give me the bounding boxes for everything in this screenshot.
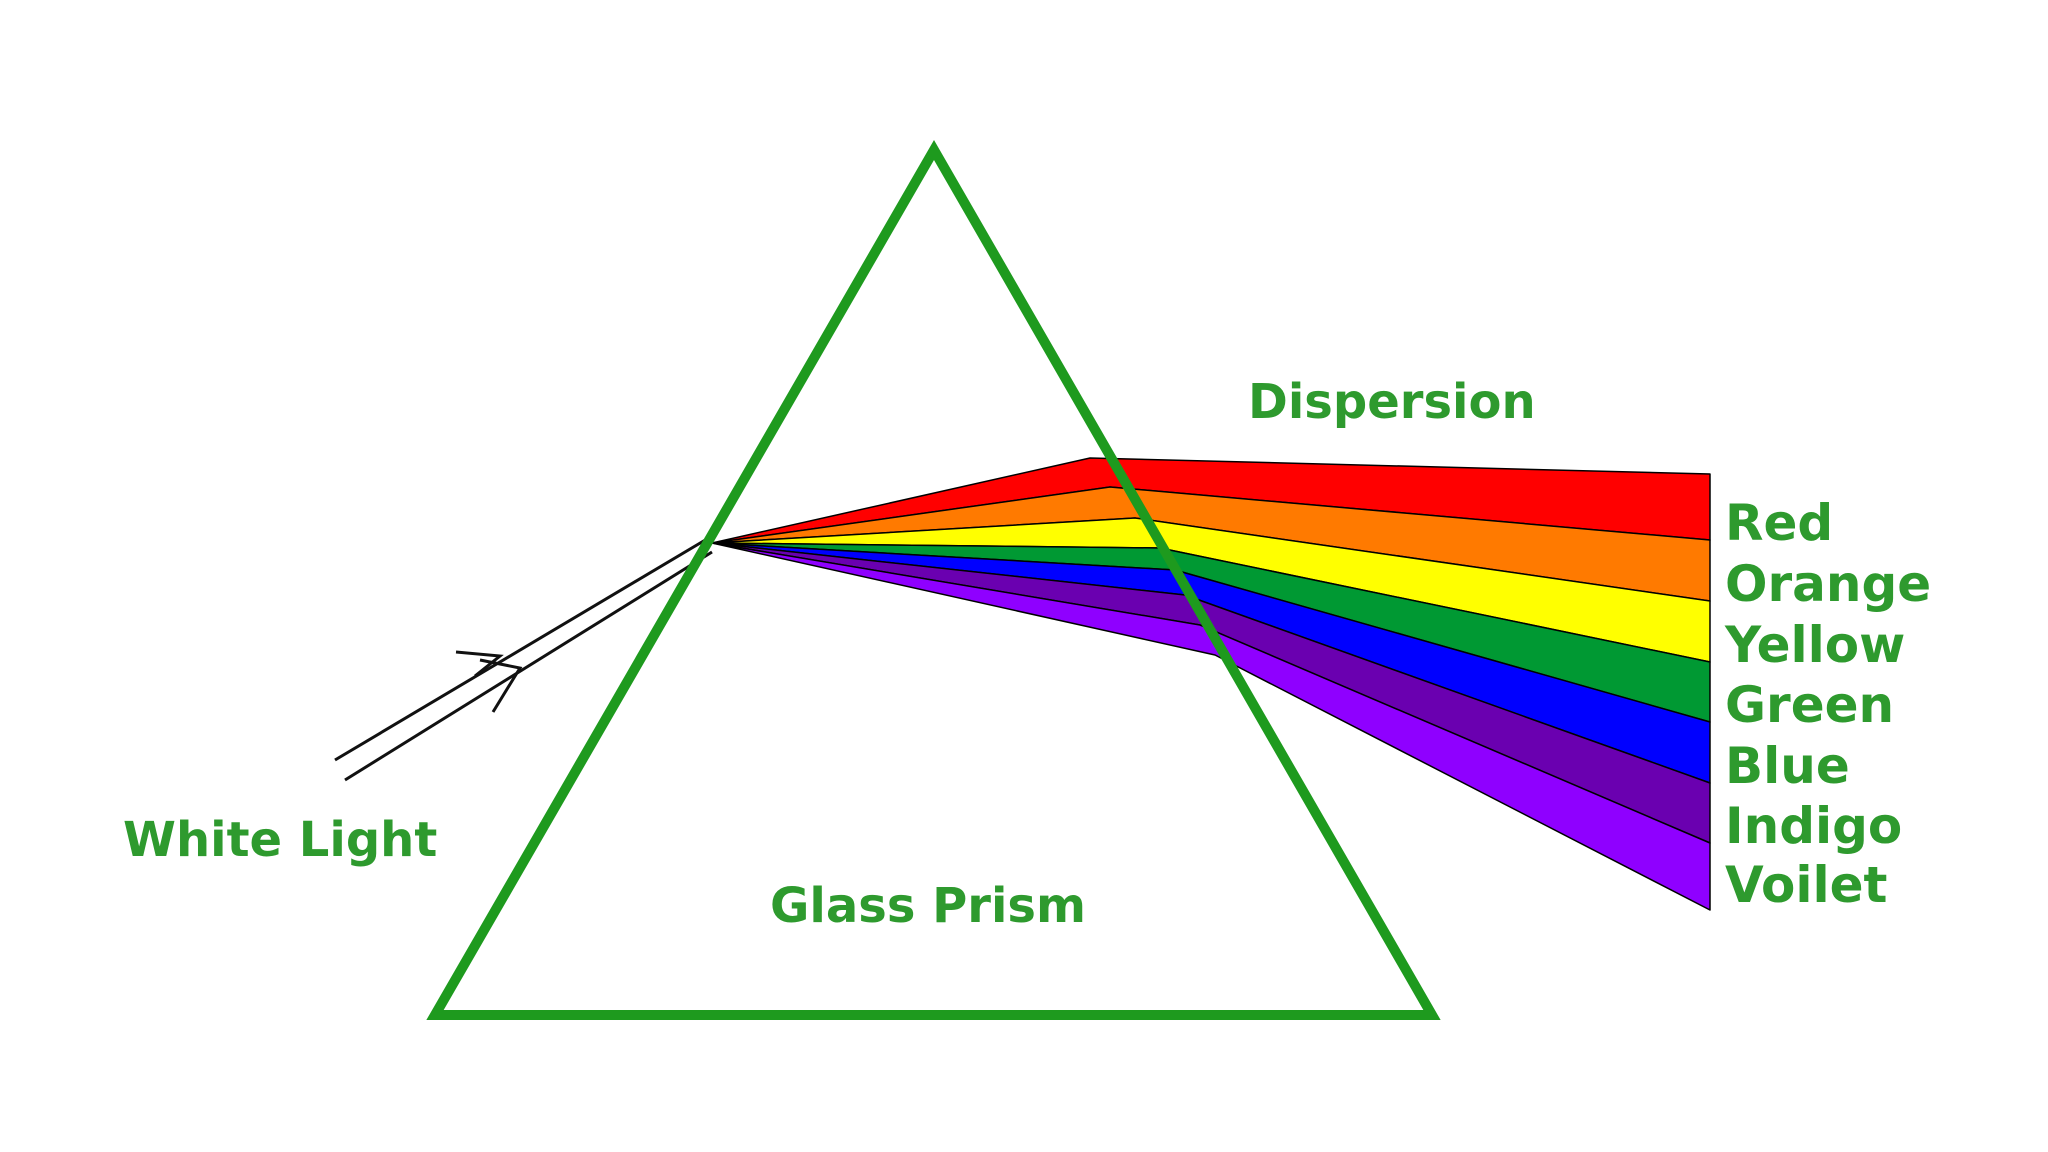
- white-light-ray: [334, 534, 713, 782]
- spectrum-label-green: Green: [1725, 676, 1894, 734]
- glass-prism-outline: [426, 139, 1441, 1020]
- spectrum-label-voilet: Voilet: [1725, 856, 1887, 914]
- white-light-ray-lower: [344, 550, 713, 782]
- glass-prism-label: Glass Prism: [770, 878, 1086, 934]
- spectrum-label-orange: Orange: [1725, 555, 1931, 613]
- ray-arrow-upper: [455, 650, 504, 678]
- spectrum-label-red: Red: [1725, 494, 1833, 552]
- spectrum-label-yellow: Yellow: [1724, 616, 1905, 674]
- spectrum-labels: Red Orange Yellow Green Blue Indigo Voil…: [1724, 494, 1931, 914]
- spectrum-bands: [711, 457, 1711, 911]
- spectrum-label-blue: Blue: [1725, 737, 1850, 795]
- dispersion-label: Dispersion: [1248, 374, 1536, 430]
- ray-arrow-lower: [479, 658, 523, 713]
- spectrum-band-voilet: [711, 542, 1711, 911]
- white-light-ray-upper: [334, 534, 713, 762]
- spectrum-label-indigo: Indigo: [1725, 797, 1902, 855]
- white-light-label: White Light: [123, 812, 437, 868]
